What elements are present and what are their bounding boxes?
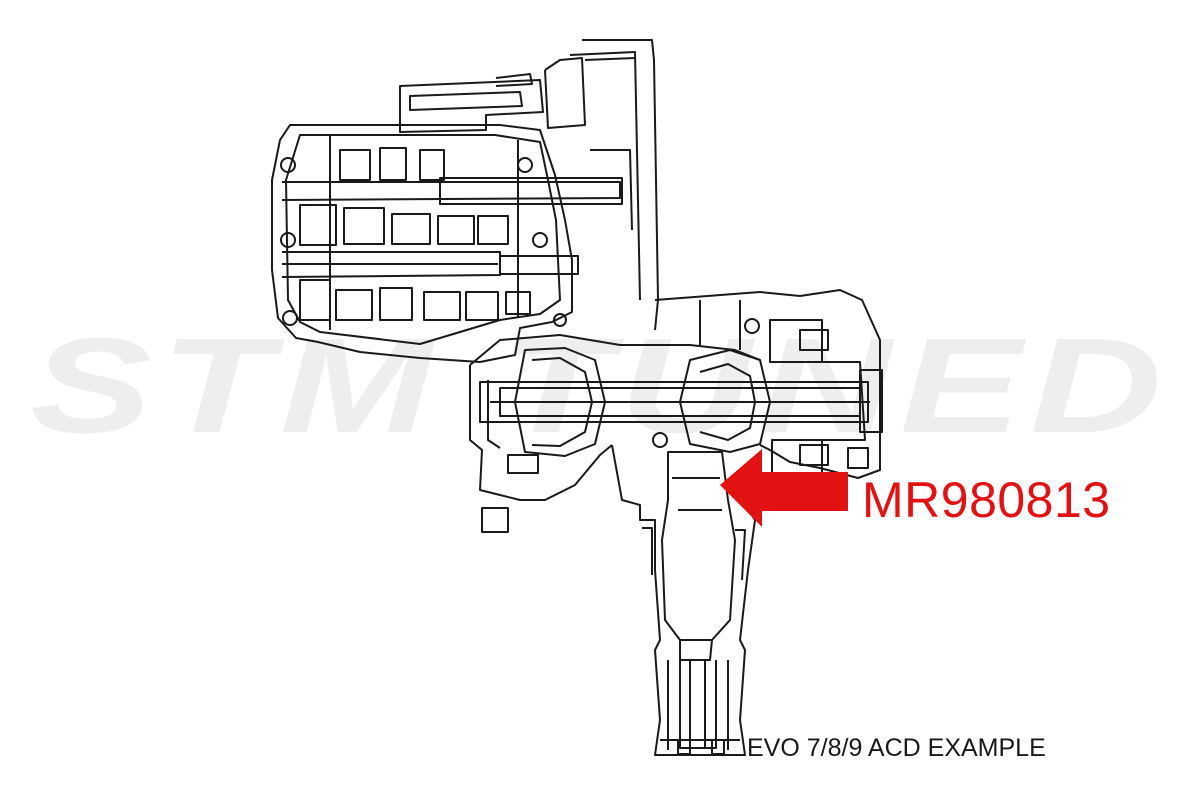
part-number-label: MR980813 — [862, 472, 1111, 528]
transfer-housing — [611, 444, 756, 756]
watermark-logo: STM TUNED — [30, 310, 1170, 461]
diagram-caption: EVO 7/8/9 ACD EXAMPLE — [747, 734, 1046, 762]
bell-housing — [399, 39, 659, 331]
gear-case — [271, 124, 623, 363]
arrow-left-icon — [720, 449, 848, 527]
gearbox-outline — [271, 39, 883, 756]
